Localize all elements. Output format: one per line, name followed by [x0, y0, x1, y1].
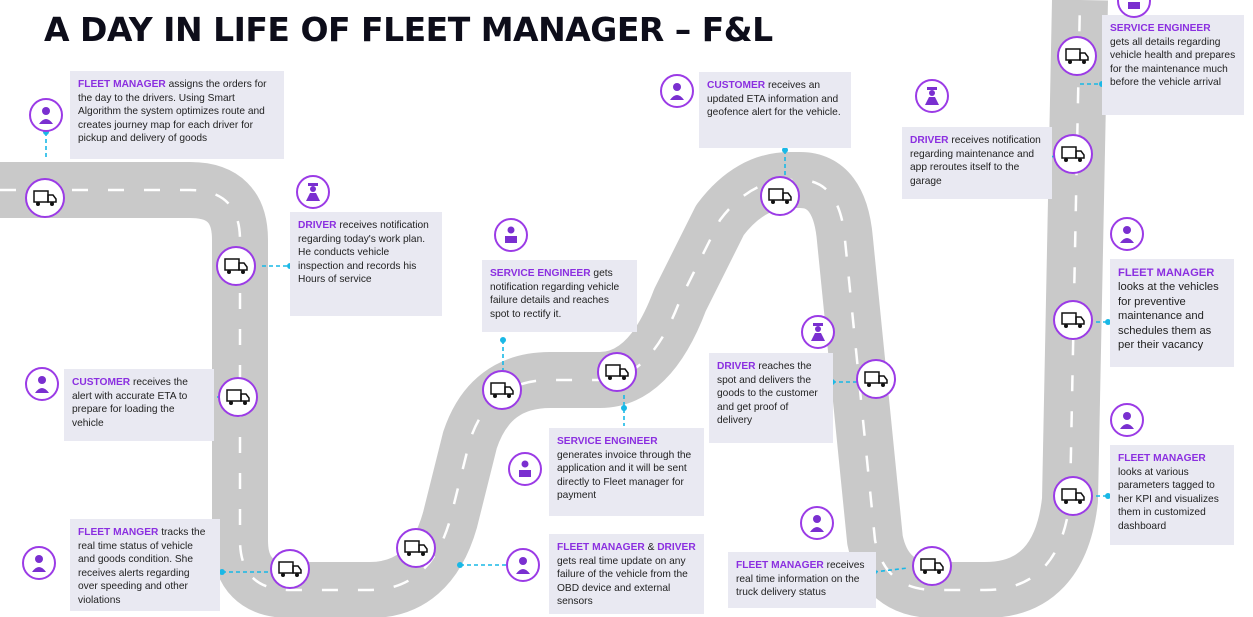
driver-icon [915, 79, 949, 113]
truck-icon [1057, 36, 1097, 76]
step-box: DRIVER reaches the spot and delivers the… [709, 353, 833, 443]
page-title: A DAY IN LIFE OF FLEET MANAGER – F&L [44, 10, 773, 49]
step-box: FLEET MANAGER receives real time informa… [728, 552, 876, 608]
fleet-manager-icon [22, 546, 56, 580]
service-engineer-icon [494, 218, 528, 252]
truck-icon [396, 528, 436, 568]
truck-icon [1053, 300, 1093, 340]
fleet-manager-icon [1110, 403, 1144, 437]
truck-icon [597, 352, 637, 392]
truck-icon [1053, 476, 1093, 516]
step-box: DRIVER receives notification regarding t… [290, 212, 442, 316]
fleet-manager-icon [506, 548, 540, 582]
truck-icon [216, 246, 256, 286]
truck-icon [856, 359, 896, 399]
step-box: FLEET MANAGER & DRIVER gets real time up… [549, 534, 704, 614]
fleet-manager-icon [29, 98, 63, 132]
customer-icon [25, 367, 59, 401]
service-engineer-icon [508, 452, 542, 486]
truck-icon [270, 549, 310, 589]
fleet-manager-icon [800, 506, 834, 540]
driver-icon [296, 175, 330, 209]
driver-icon [801, 315, 835, 349]
step-box: FLEET MANAGER assigns the orders for the… [70, 71, 284, 159]
customer-icon [660, 74, 694, 108]
step-box: FLEET MANGER tracks the real time status… [70, 519, 220, 611]
truck-icon [482, 370, 522, 410]
step-box: CUSTOMER receives the alert with accurat… [64, 369, 214, 441]
step-box: SERVICE ENGINEER gets notification regar… [482, 260, 637, 332]
truck-icon [912, 546, 952, 586]
step-box: DRIVER receives notification regarding m… [902, 127, 1052, 199]
truck-icon [1053, 134, 1093, 174]
truck-icon [760, 176, 800, 216]
fleet-manager-icon [1110, 217, 1144, 251]
truck-icon [25, 178, 65, 218]
step-box: CUSTOMER receives an updated ETA informa… [699, 72, 851, 148]
truck-icon [218, 377, 258, 417]
